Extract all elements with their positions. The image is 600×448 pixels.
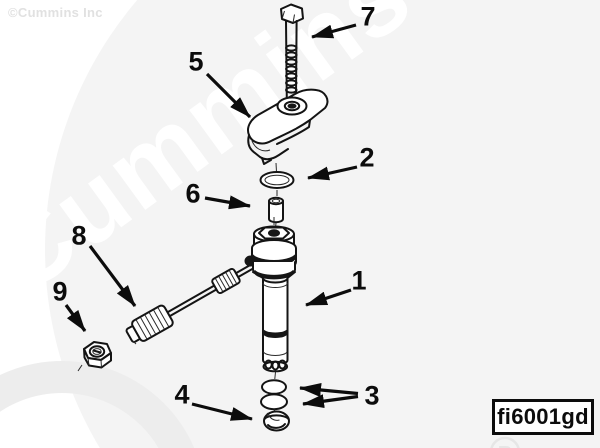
part-lower-o-rings — [260, 379, 288, 414]
callout-arrow-1 — [305, 288, 352, 307]
callout-label-5: 5 — [188, 46, 204, 77]
callout-arrow-5 — [205, 72, 252, 119]
callout-label-8: 8 — [71, 220, 87, 251]
callout-label-4: 4 — [174, 379, 190, 410]
copyright-text: ©Cummins Inc — [8, 5, 103, 20]
callout-label-6: 6 — [185, 178, 201, 209]
part-sealing-cup — [263, 410, 290, 432]
callout-label-7: 7 — [360, 1, 376, 32]
callout-arrow-6 — [204, 195, 251, 210]
callout-arrow-7 — [311, 23, 357, 39]
callout-arrow-2 — [307, 165, 358, 181]
callout-arrow-3a — [299, 383, 359, 397]
part-injector-body — [244, 217, 297, 380]
watermark-registered-icon: R — [490, 436, 520, 448]
figure-code-text: fi6001gd — [497, 404, 589, 429]
callout-label-1: 1 — [351, 265, 367, 296]
part-clamp-bolt — [280, 3, 304, 113]
callout-label-2: 2 — [359, 142, 375, 173]
part-upper-o-ring — [259, 171, 295, 196]
callout-label-9: 9 — [52, 276, 68, 307]
part-spacer-pin — [268, 196, 284, 229]
svg-text:R: R — [498, 443, 513, 448]
part-hex-nut — [77, 341, 112, 372]
part-fuel-supply-tube — [125, 263, 255, 345]
figure-code-box: fi6001gd — [492, 399, 594, 435]
callout-arrow-9 — [64, 304, 87, 332]
callout-label-3: 3 — [364, 380, 380, 411]
callout-arrow-8 — [88, 245, 137, 307]
part-hold-down-clamp — [247, 88, 329, 173]
callout-arrow-3b — [302, 394, 359, 409]
callout-arrow-4 — [191, 402, 253, 421]
callout-arrows — [64, 23, 359, 421]
